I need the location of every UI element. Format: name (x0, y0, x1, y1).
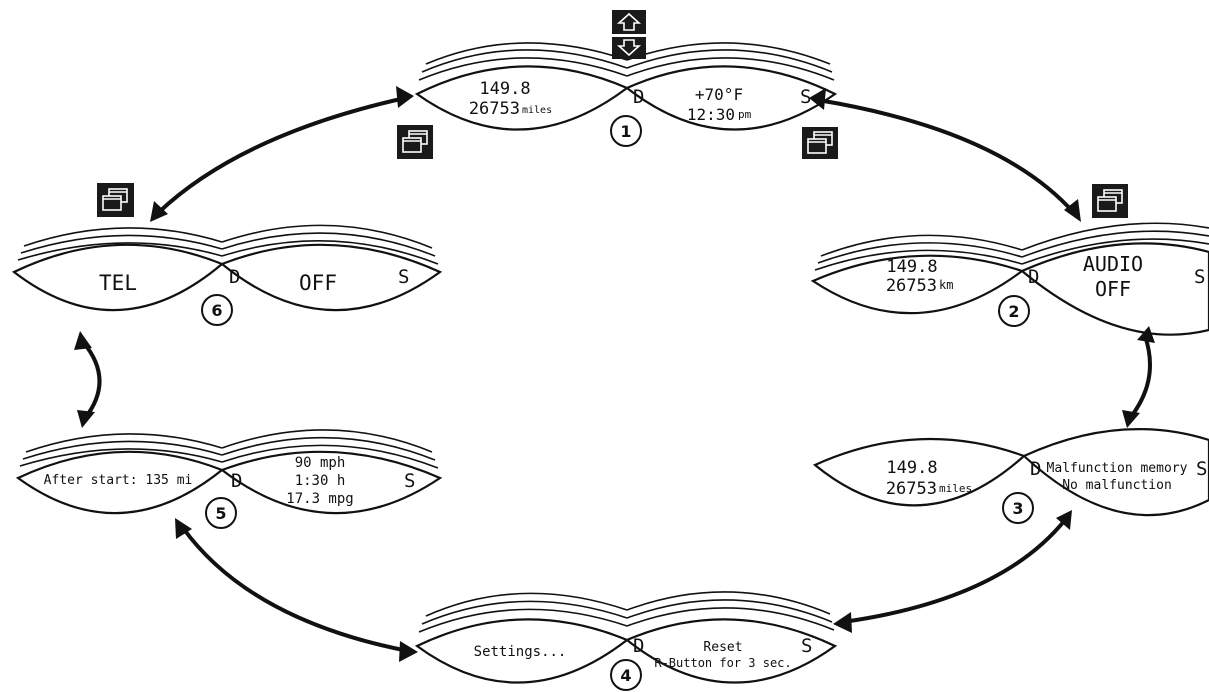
display-4-d-label: D (633, 635, 644, 657)
display-2-audio-label: AUDIO (1083, 252, 1143, 276)
display-6-number-circle (201, 294, 233, 326)
display-1-clock: 12:30 (687, 105, 735, 124)
display-1-temperature: +70°F (695, 85, 743, 104)
display-6-tel-label: TEL (99, 271, 137, 295)
display-6-tel-state: OFF (299, 271, 337, 295)
display-3-number: 3 (1012, 499, 1023, 518)
display-5-number: 5 (215, 504, 226, 523)
display-1-s-label: S (800, 86, 811, 108)
transition-arrows (74, 86, 1155, 662)
display-2-number-circle (998, 295, 1030, 327)
display-1-d-label: D (633, 86, 644, 108)
display-2-odometer-unit: km (939, 278, 953, 292)
display-1-odometer-value: 26753 (469, 99, 520, 119)
display-3-trip-value: 149.8 (886, 458, 937, 478)
arrow-6-to-5 (74, 331, 102, 428)
display-3-odometer-unit: miles (939, 482, 972, 495)
window-stack-icon (97, 183, 134, 217)
window-stack-icon (1092, 184, 1128, 218)
display-4-reset-label: Reset (703, 640, 742, 655)
display-3-s-label: S (1196, 458, 1207, 480)
display-2-number: 2 (1008, 302, 1019, 321)
display-4: Settings... Reset R-Button for 3 sec. D … (414, 591, 838, 691)
display-3-malfunction-status: No malfunction (1062, 478, 1172, 493)
display-5-after-start: After start: 135 mi (44, 473, 193, 488)
arrow-1-to-6 (150, 86, 414, 222)
display-6-d-label: D (229, 266, 240, 288)
arrow-1-to-2 (809, 88, 1081, 222)
display-3-malfunction-title: Malfunction memory (1047, 461, 1188, 476)
display-3-odometer-value: 26753 (886, 479, 937, 499)
display-2-audio-state: OFF (1095, 277, 1131, 301)
display-3-number-circle (1002, 492, 1034, 524)
display-4-reset-instruction: R-Button for 3 sec. (654, 656, 791, 670)
display-5-speed: 90 mph (295, 455, 346, 471)
display-2-s-label: S (1194, 266, 1205, 288)
display-5-consumption: 17.3 mpg (286, 491, 353, 507)
arrow-up-icon (612, 10, 646, 34)
arrow-2-to-3 (1122, 326, 1155, 428)
display-6-s-label: S (398, 266, 409, 288)
display-1-number-circle (610, 115, 642, 147)
window-stack-icon (802, 127, 838, 159)
display-2-trip-value: 149.8 (886, 257, 937, 277)
display-1-clock-ampm: pm (738, 108, 752, 121)
display-2-d-label: D (1028, 266, 1039, 288)
display-5-d-label: D (231, 470, 242, 492)
display-1-number: 1 (620, 122, 631, 141)
display-5-number-circle (205, 497, 237, 529)
arrow-down-icon (612, 37, 646, 59)
display-6-number: 6 (211, 301, 222, 320)
display-4-number-circle (610, 659, 642, 691)
display-3: 149.8 26753 miles Malfunction memory No … (812, 428, 1209, 524)
display-4-s-label: S (801, 635, 812, 657)
display-5: After start: 135 mi 90 mph 1:30 h 17.3 m… (15, 429, 443, 529)
display-2-odometer-value: 26753 (886, 276, 937, 296)
display-5-s-label: S (404, 470, 415, 492)
display-2: 149.8 26753 km AUDIO OFF D S 2 (810, 222, 1209, 336)
display-5-duration: 1:30 h (295, 473, 346, 489)
arrow-3-to-4 (833, 510, 1072, 633)
display-6: TEL OFF D S 6 (11, 224, 443, 326)
display-3-d-label: D (1030, 458, 1041, 480)
display-4-number: 4 (620, 666, 631, 685)
arrow-5-to-4 (175, 518, 418, 662)
display-1-trip-value: 149.8 (479, 79, 530, 99)
display-1: 149.8 26753 miles +70°F 12:30 pm D S 1 (414, 42, 838, 147)
display-4-settings-label: Settings... (474, 644, 567, 660)
window-stack-icon (397, 125, 433, 159)
display-1-odometer-unit: miles (522, 105, 552, 116)
